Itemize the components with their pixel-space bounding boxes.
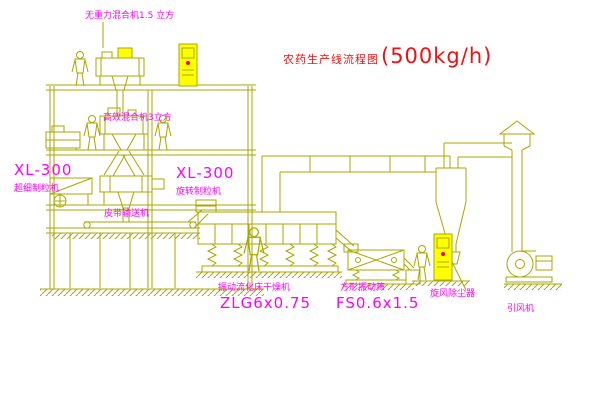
label-belt-conveyor: 皮带输送机 [104, 209, 150, 219]
label-fan: 引风机 [507, 304, 535, 314]
label-cyclone: 旋风除尘器 [430, 289, 476, 299]
label-screen-model: FS0.6x1.5 [336, 294, 420, 312]
person-icon [413, 245, 431, 281]
left-granulator [49, 177, 93, 208]
label-dryer-model: ZLG6x0.75 [220, 294, 312, 312]
label-screen-name: 方形振动筛 [340, 283, 386, 293]
indicator-dot-icon [186, 61, 190, 65]
diagram-title: 农药生产线流程图 (500kg/h) [283, 44, 492, 68]
title-capacity: (500kg/h) [381, 44, 493, 68]
label-dryer-name: 振动流化床干燥机 [218, 283, 291, 293]
exhaust-duct [261, 155, 451, 212]
label-mid-mixer: 高效混合机3立方 [103, 113, 172, 123]
label-mid-granulator-name: 旋转制粒机 [176, 187, 222, 197]
label-mid-granulator-model: XL-300 [176, 164, 235, 182]
mid-mixer [99, 107, 149, 177]
label-left-granulator-name: 超细制粒机 [14, 184, 60, 194]
leader-lines [102, 22, 467, 291]
person-icon [83, 115, 101, 151]
label-left-granulator-model: XL-300 [14, 161, 73, 179]
person-icon [243, 227, 265, 272]
vibrating-screen [343, 243, 421, 285]
mid-granulator [99, 175, 165, 222]
cyclone-separator [435, 142, 512, 265]
ground-hatching [40, 232, 562, 296]
fluid-bed-dryer [195, 199, 355, 273]
floor2-left-machine [45, 125, 81, 150]
indicator-dot-icon [441, 252, 445, 256]
label-top-mixer: 无重力混合机1.5 立方 [85, 11, 175, 21]
control-cabinet-upper [178, 43, 198, 87]
exhaust-stack [498, 120, 536, 252]
title-text: 农药生产线流程图 [283, 53, 379, 66]
control-cabinet-lower [433, 233, 453, 281]
person-icon [71, 51, 89, 87]
induced-draft-fan [505, 250, 553, 283]
top-mixer [95, 47, 145, 116]
